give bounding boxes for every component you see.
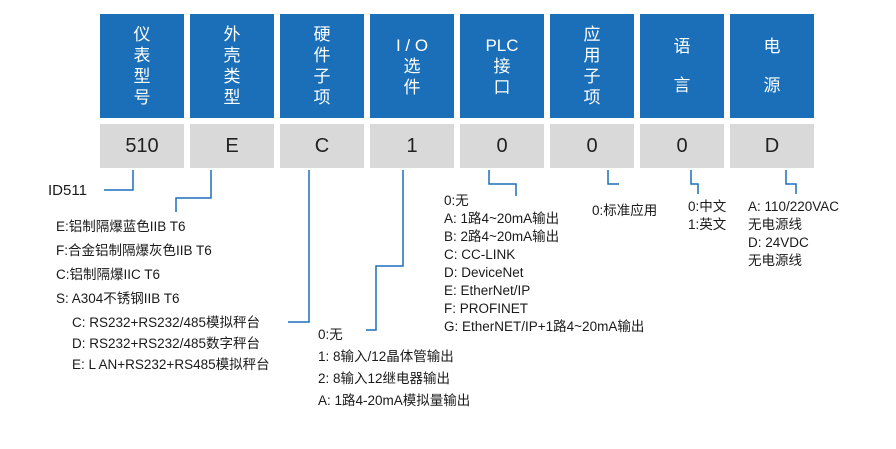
option-item: G: EtherNET/IP+1路4~20mA输出 [444, 319, 645, 334]
option-item: 无电源线 [748, 217, 802, 232]
connector-power [785, 170, 797, 194]
value-power: D [730, 124, 814, 168]
option-item: F:合金铝制隔爆灰色IIB T6 [56, 243, 212, 258]
header-char: 型 [133, 67, 151, 86]
header-char: 子 [583, 67, 601, 86]
header-char: 项 [313, 88, 331, 107]
header-char: 型 [223, 88, 241, 107]
header-char: 表 [133, 46, 151, 65]
hardware-options: C: RS232+RS232/485模拟秤台 D: RS232+RS232/48… [72, 314, 270, 374]
value-io: 1 [370, 124, 454, 168]
model-label: ID511 [48, 182, 87, 199]
value-housing: E [190, 124, 274, 168]
connector-model [104, 170, 134, 191]
header-char: 件 [403, 77, 421, 97]
language-options: 0:中文 1:英文 [688, 198, 726, 234]
option-item: 1:英文 [688, 217, 727, 232]
connector-housing [175, 170, 212, 212]
header-char: 类 [223, 67, 241, 86]
option-item: 无电源线 [748, 253, 802, 268]
option-item: A: 1路4-20mA模拟量输出 [318, 393, 471, 408]
option-item: E: EtherNet/IP [444, 283, 531, 298]
option-item: 0:无 [444, 193, 469, 208]
option-item: E: L AN+RS232+RS485模拟秤台 [72, 357, 270, 372]
connector-language [690, 170, 699, 194]
header-char: 仪 [133, 25, 151, 44]
option-item: D: DeviceNet [444, 265, 524, 280]
header-char: 外 [223, 25, 241, 44]
housing-options: E:铝制隔爆蓝色IIB T6 F:合金铝制隔爆灰色IIB T6 C:铝制隔爆II… [56, 218, 212, 308]
header-plc: PLC 接 口 [460, 14, 544, 118]
option-item: 0:中文 [688, 199, 727, 214]
header-power: 电 源 [730, 14, 814, 118]
header-char: 硬 [313, 25, 331, 44]
header-char: 源 [763, 76, 781, 95]
power-options: A: 110/220VAC 无电源线 D: 24VDC 无电源线 [748, 198, 839, 270]
option-item: 1: 8输入/12晶体管输出 [318, 349, 454, 364]
header-hardware: 硬 件 子 项 [280, 14, 364, 118]
header-model: 仪 表 型 号 [100, 14, 184, 118]
option-item: D: RS232+RS232/485数字秤台 [72, 336, 260, 351]
io-options: 0:无 1: 8输入/12晶体管输出 2: 8输入12继电器输出 A: 1路4-… [318, 326, 470, 410]
app-options: 0:标准应用 [592, 202, 657, 220]
connector-io [366, 170, 404, 331]
header-char: 应 [583, 25, 601, 44]
option-item: B: 2路4~20mA输出 [444, 229, 560, 244]
connector-hardware [288, 170, 310, 323]
option-item: F: PROFINET [444, 301, 528, 316]
option-item: E:铝制隔爆蓝色IIB T6 [56, 219, 186, 234]
header-housing: 外 壳 类 型 [190, 14, 274, 118]
header-io: I / O 选 件 [370, 14, 454, 118]
header-char: 语 [673, 37, 691, 56]
connector-app [607, 170, 619, 185]
value-language: 0 [640, 124, 724, 168]
header-char: 壳 [223, 46, 241, 65]
option-item: D: 24VDC [748, 235, 809, 250]
header-char: PLC [485, 35, 519, 55]
option-item: S: A304不锈钢IIB T6 [56, 291, 180, 306]
header-char: 件 [313, 46, 331, 65]
header-char: I / O [395, 35, 429, 55]
connector-plc [488, 170, 517, 196]
value-model: 510 [100, 124, 184, 168]
header-char: 子 [313, 67, 331, 86]
header-char: 言 [673, 76, 691, 95]
option-item: C: RS232+RS232/485模拟秤台 [72, 315, 260, 330]
value-hardware: C [280, 124, 364, 168]
header-char: 用 [583, 46, 601, 65]
option-item: 0:无 [318, 327, 343, 342]
option-item: A: 1路4~20mA输出 [444, 211, 560, 226]
option-item: C: CC-LINK [444, 247, 516, 262]
header-language: 语 言 [640, 14, 724, 118]
header-char: 口 [493, 77, 511, 97]
value-app: 0 [550, 124, 634, 168]
option-item: 2: 8输入12继电器输出 [318, 371, 451, 386]
option-item: 0:标准应用 [592, 203, 658, 218]
option-item: A: 110/220VAC [748, 199, 840, 214]
header-char: 电 [763, 37, 781, 56]
value-plc: 0 [460, 124, 544, 168]
header-char: 选 [403, 56, 421, 76]
header-char: 接 [493, 56, 511, 76]
header-char: 项 [583, 88, 601, 107]
plc-options: 0:无 A: 1路4~20mA输出 B: 2路4~20mA输出 C: CC-LI… [444, 192, 644, 336]
header-app: 应 用 子 项 [550, 14, 634, 118]
option-item: C:铝制隔爆IIC T6 [56, 267, 161, 282]
header-char: 号 [133, 88, 151, 107]
